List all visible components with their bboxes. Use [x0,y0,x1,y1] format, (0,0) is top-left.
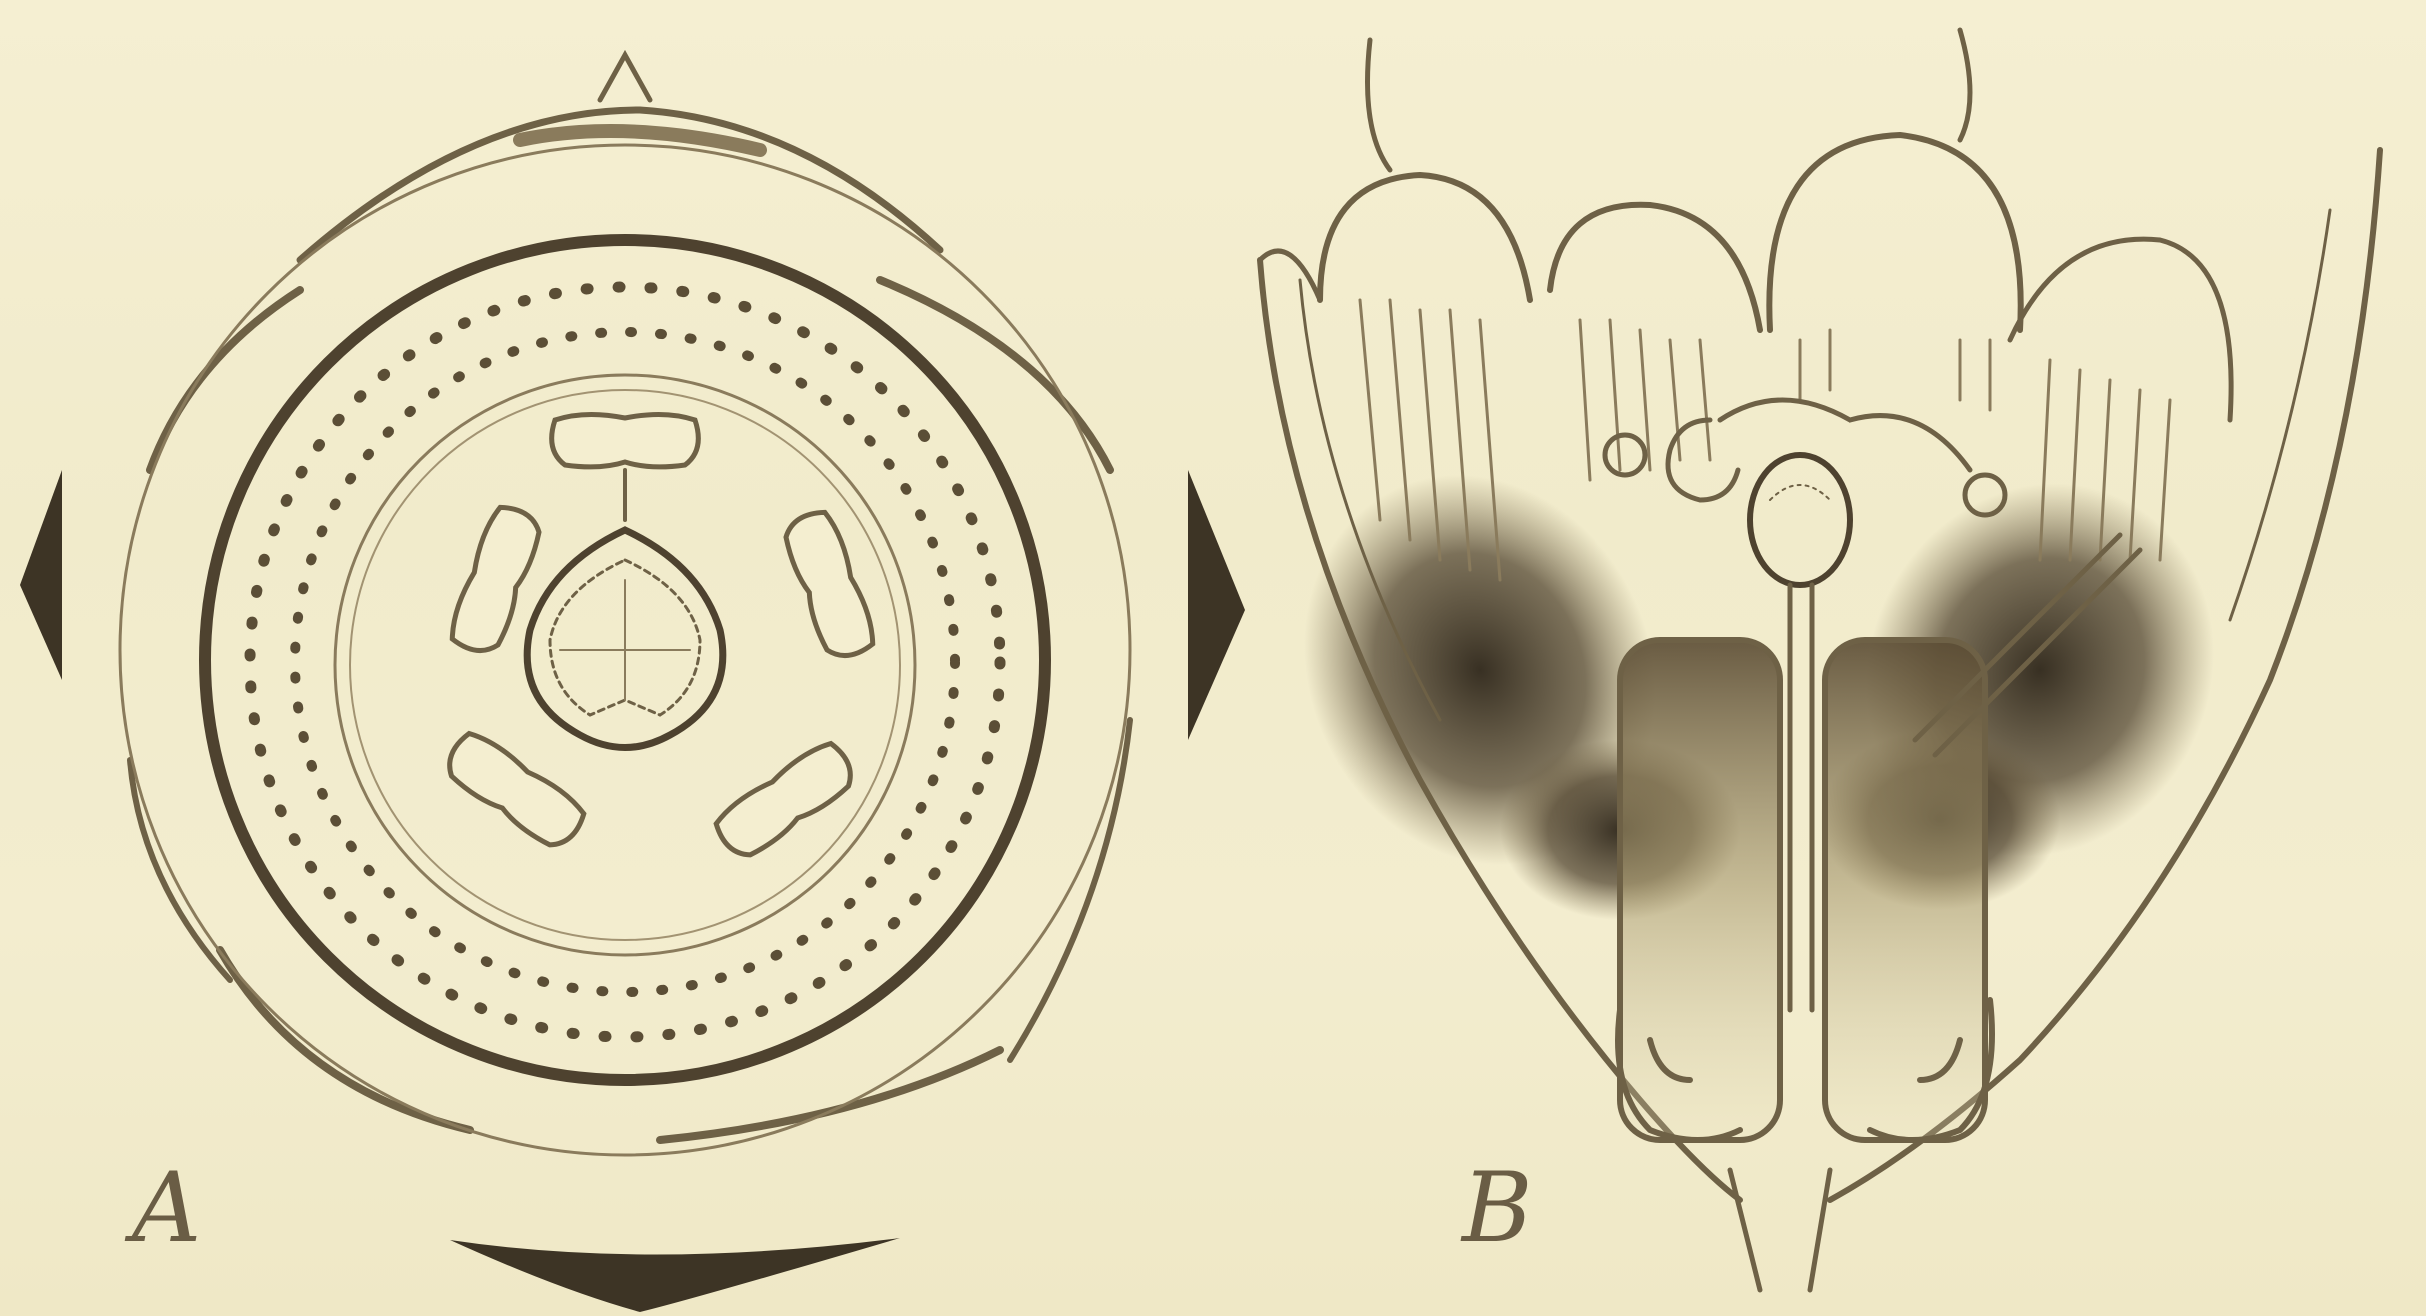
bract-bottom [450,1238,900,1312]
ovule [1750,455,1850,585]
stamen-top [552,414,699,466]
sepal-arc-left [150,290,300,470]
stamen-bottom-right [710,737,860,864]
flower-section-b [1241,30,2380,1290]
bract-top [600,55,650,100]
petal-lobe-2 [1550,205,1760,330]
stamen-bottom-left [439,727,589,854]
figure-label-b: B [1462,1160,1533,1256]
petal-lobe-1 [1320,175,1530,300]
ovary [527,530,723,748]
bract-right [1188,470,1245,740]
figure-label-a: A [132,1160,201,1256]
petal-lobe-3 [1769,135,2020,330]
floral-diagram-a [20,55,1245,1312]
corolla-tube-left [1620,640,1780,1140]
petal-lobe-4 [2010,239,2231,420]
corolla-tube-right [1825,640,1985,1140]
bract-left [20,470,62,680]
stamens [439,414,879,864]
